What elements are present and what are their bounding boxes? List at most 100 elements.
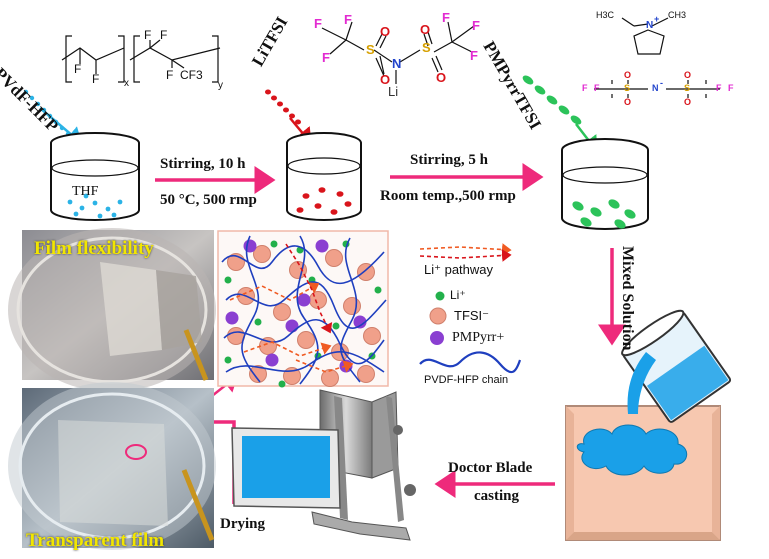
pmpyrr-tfsi-o4: O (684, 97, 692, 107)
label-film-flexibility: Film flexibility (34, 238, 154, 259)
pmpyrr-atom-n: N (646, 20, 654, 31)
litfsi-atom-f6: F (470, 48, 478, 63)
litfsi-atom-f1: F (314, 16, 322, 31)
litfsi-atom-s2: S (422, 40, 431, 55)
pmpyrr-tfsi-s1: S (624, 83, 631, 93)
tfsi-ion (249, 365, 267, 383)
tfsi-ion (321, 369, 339, 387)
pmpyrr-ion (285, 319, 299, 333)
label-thf: THF (72, 184, 99, 199)
pmpyrr-ion (315, 239, 329, 253)
litfsi-drops (265, 89, 301, 125)
pmpyrr-drops (522, 75, 582, 125)
electrolyte-structure-schematic (217, 230, 389, 388)
pmpyrr-tfsi-o3: O (684, 70, 692, 80)
label-doctor-blade: Doctor Blade (448, 460, 533, 476)
pmpyrr-tfsi-o1: O (624, 70, 632, 80)
tfsi-ion (273, 303, 291, 321)
pmpyrr-tfsi-n: N (652, 83, 659, 93)
li-ion (332, 322, 340, 330)
legend (419, 243, 522, 374)
label-step2-time: Stirring, 5 h (410, 152, 488, 168)
pmpyrr-ion (225, 311, 239, 325)
litfsi-atom-o1: O (380, 24, 391, 39)
litfsi-atom-s1: S (366, 42, 375, 57)
beaker-1 (50, 132, 140, 221)
pmpyrr-ion (353, 315, 367, 329)
legend-pmpyrr-label: PMPyrr+ (452, 330, 505, 345)
legend-pathway-label: Li⁺ pathway (424, 262, 494, 277)
pvdf-atom-f4: F (160, 28, 168, 42)
legend-li-label: Li⁺ (450, 288, 466, 302)
dried-film-sheet (231, 427, 341, 509)
pvdf-subscript-y: y (218, 80, 223, 91)
pmpyrr-group-ch3: CH3 (668, 10, 687, 20)
pvdf-hfp-structure (61, 35, 221, 83)
litfsi-atom-f4: F (442, 10, 450, 25)
legend-li-marker (435, 291, 445, 301)
label-casting: casting (474, 488, 519, 504)
pmpyrr-cation-structure (594, 17, 720, 98)
pvdf-atom-f2: F (92, 72, 100, 86)
legend-pmpyrr-marker (430, 331, 444, 345)
label-step2-cond: Room temp.,500 rmp (380, 188, 516, 204)
pmpyrr-tfsi-minus: - (660, 78, 663, 88)
li-ion (224, 276, 232, 284)
pvdf-atom-f3: F (144, 28, 152, 42)
pouring-beaker (621, 309, 732, 423)
litfsi-atom-o4: O (436, 70, 447, 85)
beaker-2 (286, 132, 362, 221)
pmpyrr-ion (243, 239, 257, 253)
label-drying: Drying (220, 516, 265, 532)
li-ion (278, 380, 286, 388)
photo-film-flexibility (8, 228, 216, 392)
pmpyrr-ion (297, 293, 311, 307)
pmpyrr-tfsi-f4: F (728, 83, 734, 93)
litfsi-atom-o3: O (420, 22, 431, 37)
label-mixed-solution: Mixed Solution (619, 246, 636, 351)
pmpyrr-tfsi-f3: F (716, 83, 722, 93)
legend-tfsi-label: TFSI⁻ (454, 308, 490, 323)
li-ion (254, 318, 262, 326)
pmpyrr-ion (265, 353, 279, 367)
li-ion (374, 286, 382, 294)
tfsi-ion (343, 297, 361, 315)
pvdf-subscript-x: x (124, 78, 129, 89)
litfsi-atom-li: Li (388, 84, 399, 99)
litfsi-atom-f2: F (344, 12, 352, 27)
li-ion (224, 356, 232, 364)
label-step1-time: Stirring, 10 h (160, 156, 246, 172)
pmpyrr-tfsi-s2: S (684, 83, 691, 93)
tfsi-ion (309, 291, 327, 309)
litfsi-atom-n: N (392, 56, 402, 71)
tfsi-ion (363, 327, 381, 345)
litfsi-atom-f5: F (472, 18, 480, 33)
legend-tfsi-marker (429, 307, 447, 325)
litfsi-structure (321, 21, 475, 84)
tfsi-ion (357, 263, 375, 281)
pmpyrr-tfsi-f2: F (594, 83, 600, 93)
tfsi-ion (357, 365, 375, 383)
litfsi-atom-f3: F (322, 50, 330, 65)
tfsi-ion (297, 331, 315, 349)
beaker-3 (561, 138, 649, 230)
litfsi-atom-o2: O (380, 72, 391, 87)
label-transparent-film: Transparent film (26, 530, 165, 551)
legend-chain-label: PVDF-HFP chain (424, 374, 509, 386)
photo-transparent-film (8, 382, 216, 550)
casting-plate (565, 405, 721, 541)
pmpyrr-charge-plus: + (654, 14, 660, 24)
pvdf-atom-f5: F (166, 68, 174, 82)
tfsi-ion (253, 245, 271, 263)
doctor-blade-apparatus (311, 389, 416, 541)
pmpyrr-group-h3c: H3C (596, 10, 615, 20)
pmpyrr-tfsi-o2: O (624, 97, 632, 107)
tfsi-ion (325, 249, 343, 267)
pvdf-atom-f1: F (74, 62, 82, 76)
pmpyrr-tfsi-f1: F (582, 83, 588, 93)
pvdf-group-cf3: CF3 (180, 68, 203, 82)
label-step1-cond: 50 °C, 500 rmp (160, 192, 257, 208)
li-ion (270, 240, 278, 248)
